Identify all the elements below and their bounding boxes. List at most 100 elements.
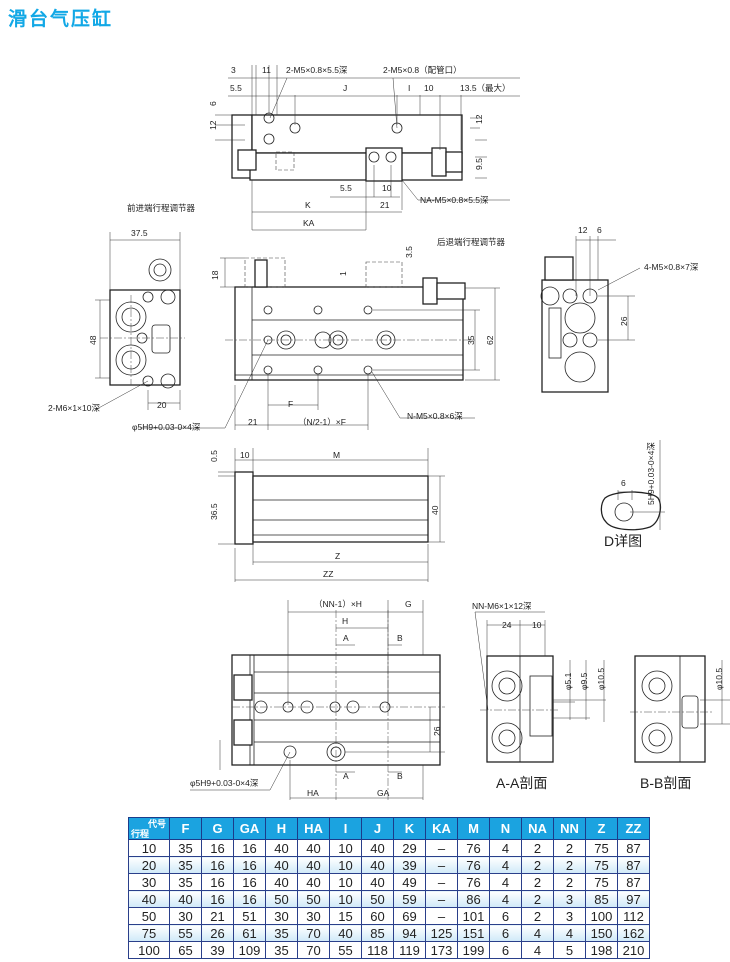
stroke-cell: 75 [128,924,170,942]
dimension-label: 1 [338,271,348,276]
side-view [218,448,445,582]
top-view [215,65,520,231]
dimension-label: 2-M5×0.8×5.5深 [286,65,348,75]
table-cell: 85 [585,890,618,908]
table-cell: 16 [233,839,266,857]
corner-header: 代号行程 [128,817,170,840]
table-cell: 4 [489,873,522,891]
dimension-label: 4-M5×0.8×7深 [644,262,699,272]
table-cell: 40 [169,890,202,908]
table-cell: 29 [393,839,426,857]
table-cell: 4 [489,856,522,874]
table-cell: 112 [617,907,650,925]
table-cell: 40 [361,839,394,857]
dimension-label: 6 [621,478,626,488]
dimension-label: 5.5 [230,83,242,93]
table-cell: 76 [457,856,490,874]
table-cell: 2 [521,856,554,874]
dimension-label: （N/2-1）×F [298,417,346,427]
table-cell: 40 [297,873,330,891]
dimension-label: I [408,83,410,93]
table-cell: 2 [521,839,554,857]
table-cell: 16 [201,873,234,891]
table-cell: 70 [297,924,330,942]
stroke-cell: 100 [128,941,170,959]
table-cell: 50 [361,890,394,908]
dimension-label: 0.5 [209,450,219,462]
table-cell: 51 [233,907,266,925]
table-cell: 65 [169,941,202,959]
dimension-label: 10 [424,83,434,93]
dimension-label: B [397,771,403,781]
dimension-label: 24 [502,620,512,630]
dimension-label: K [305,200,311,210]
dimension-label: 40 [430,505,440,515]
table-cell: 30 [265,907,298,925]
column-header: Z [585,817,618,840]
table-cell: 2 [553,856,586,874]
table-cell: 4 [489,890,522,908]
stroke-cell: 20 [128,856,170,874]
dimension-label: H [342,616,348,626]
dimension-label: 6 [597,225,602,235]
d-detail [600,440,665,531]
dimension-label: φ5.1 [563,672,573,690]
column-header: K [393,817,426,840]
dimension-label: 21 [248,417,258,427]
dimension-label: 36.5 [209,503,219,520]
column-header: J [361,817,394,840]
table-cell: 4 [553,924,586,942]
dimension-label: 12 [474,114,484,124]
dimension-label: （NN-1）×H [314,599,362,609]
dimension-label: GA [377,788,390,798]
dimension-label: 后退端行程调节器 [437,237,506,247]
dimension-label: 9.5 [474,158,484,170]
column-header: M [457,817,490,840]
table-cell: 40 [265,839,298,857]
table-cell: 4 [521,924,554,942]
column-header: ZZ [617,817,650,840]
table-cell: 76 [457,839,490,857]
corner-code: 代号 [147,818,166,829]
dimension-label: 48 [88,335,98,345]
table-cell: – [425,890,458,908]
table-cell: 87 [617,873,650,891]
table-cell: 5 [553,941,586,959]
dimension-label: 5H9+0.03-0×4深 [646,442,656,505]
table-cell: 35 [265,941,298,959]
table-cell: 2 [553,839,586,857]
section-a-a [474,611,606,763]
left-end-view [94,232,185,411]
dimension-label: J [343,83,347,93]
column-header: GA [233,817,266,840]
dimension-label: 18 [210,270,220,280]
front-view [140,257,500,430]
right-end-view [540,236,641,393]
table-cell: 4 [521,941,554,959]
dimension-label: 62 [485,335,495,345]
table-cell: 40 [329,924,362,942]
table-cell: – [425,856,458,874]
table-cell: 35 [169,856,202,874]
table-cell: 30 [169,907,202,925]
table-cell: 69 [393,907,426,925]
dimension-label: φ10.5 [596,668,606,690]
table-cell: 40 [297,856,330,874]
table-cell: 6 [489,941,522,959]
dimension-label: A [343,633,349,643]
column-header: NN [553,817,586,840]
column-header: NA [521,817,554,840]
table-cell: 87 [617,839,650,857]
table-cell: 10 [329,856,362,874]
dimension-label: 前进端行程调节器 [127,203,196,213]
table-cell: 21 [201,907,234,925]
column-header: N [489,817,522,840]
table-cell: 86 [457,890,490,908]
column-header: I [329,817,362,840]
table-cell: 30 [297,907,330,925]
table-cell: 162 [617,924,650,942]
column-header: F [169,817,202,840]
table-cell: 210 [617,941,650,959]
